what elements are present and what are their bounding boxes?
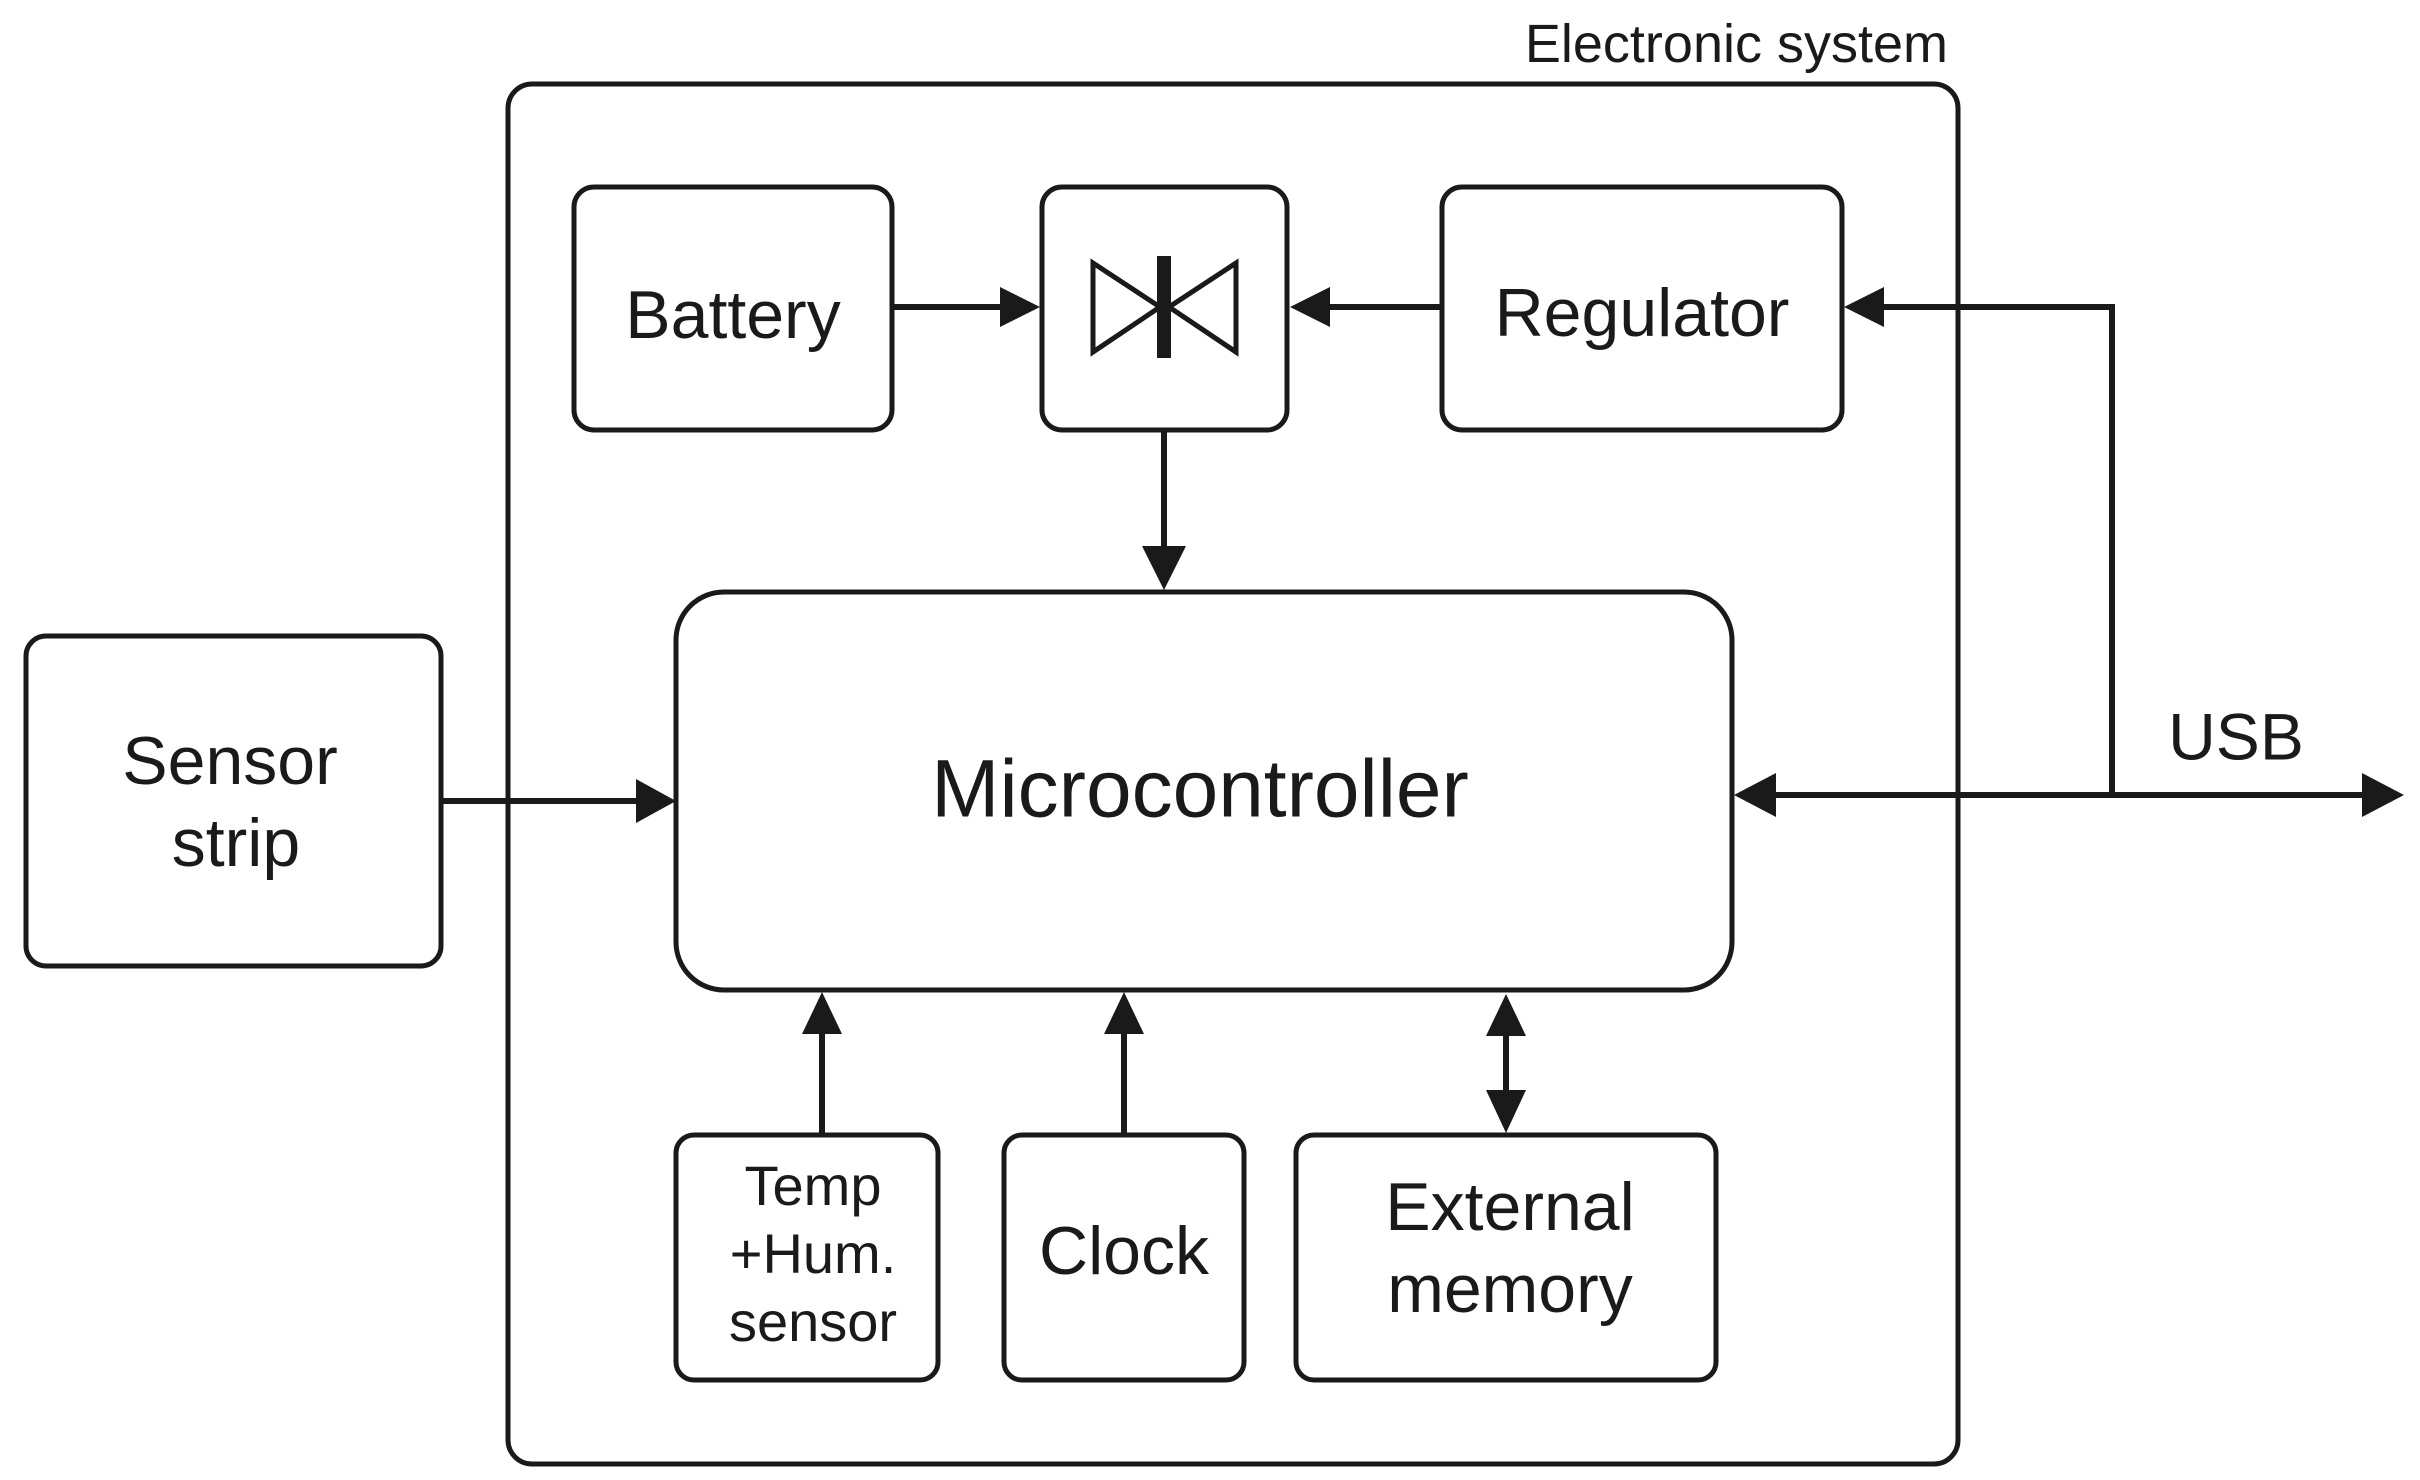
regulator-label: Regulator — [1495, 275, 1790, 351]
arrow-usb-to-regulator — [1844, 287, 2115, 795]
external-memory-label-line2: memory — [1387, 1251, 1633, 1327]
temp-hum-label-line1: Temp — [745, 1154, 882, 1217]
clock-block: Clock — [1001, 1132, 1247, 1383]
arrow-battery-to-selector — [892, 287, 1040, 327]
arrow-temp-hum-to-microcontroller — [802, 992, 842, 1135]
external-memory-label-line1: External — [1385, 1169, 1634, 1245]
temp-hum-sensor-block: Temp +Hum. sensor — [673, 1132, 941, 1383]
usb-bus-bidirectional-arrow — [1734, 773, 2404, 817]
sensor-strip-block: Sensor strip — [23, 633, 444, 969]
arrow-regulator-to-selector — [1290, 287, 1442, 327]
sensor-strip-label-line2: strip — [172, 805, 300, 881]
arrow-memory-microcontroller-bidirectional — [1486, 994, 1526, 1133]
clock-label: Clock — [1039, 1213, 1210, 1289]
usb-label: USB — [2168, 699, 2304, 773]
temp-hum-label-line2: +Hum. — [730, 1222, 897, 1285]
temp-hum-label-line3: sensor — [729, 1290, 897, 1353]
battery-block: Battery — [571, 184, 895, 433]
arrow-sensor-strip-to-microcontroller — [441, 779, 676, 823]
system-label: Electronic system — [1525, 14, 1948, 74]
arrow-clock-to-microcontroller — [1104, 992, 1144, 1135]
diode-selector-icon — [1090, 256, 1239, 358]
battery-label: Battery — [625, 277, 840, 353]
regulator-block: Regulator — [1439, 184, 1845, 433]
external-memory-block: External memory — [1293, 1132, 1719, 1383]
microcontroller-block: Microcontroller — [673, 589, 1735, 993]
sensor-strip-label: Sensor — [122, 723, 337, 799]
power-selector-block — [1039, 184, 1290, 433]
microcontroller-label: Microcontroller — [931, 744, 1469, 835]
arrow-selector-to-microcontroller — [1142, 430, 1186, 590]
